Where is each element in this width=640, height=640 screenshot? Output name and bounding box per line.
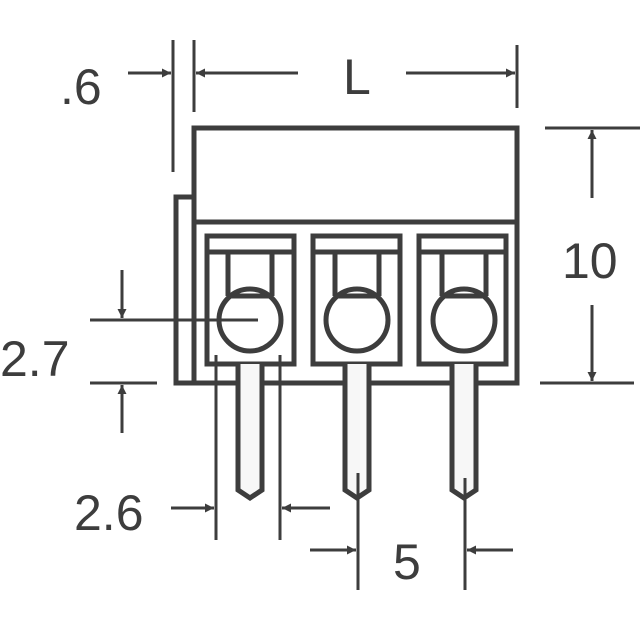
dimension-label-pitch: 5 [393,534,421,590]
dimension-label-length: L [343,49,371,105]
dimension-offset [128,40,298,172]
dimension-label-wire-entry: 2.7 [0,331,70,387]
terminal-cell-1 [204,233,297,367]
terminal-cell-3 [416,233,509,367]
pin-1 [235,364,265,502]
dimension-wire-entry [90,270,258,433]
dimension-label-pin-span: 2.6 [74,485,144,541]
pin-3 [449,364,479,502]
dimension-pitch [310,473,513,590]
dimension-pin-span [171,355,330,540]
dimension-length [406,45,519,108]
dimension-height [540,126,640,385]
dimension-label-height: 10 [562,233,618,289]
pins [235,364,479,502]
dimension-label-offset: .6 [60,59,102,115]
terminal-cell-2 [310,233,403,367]
